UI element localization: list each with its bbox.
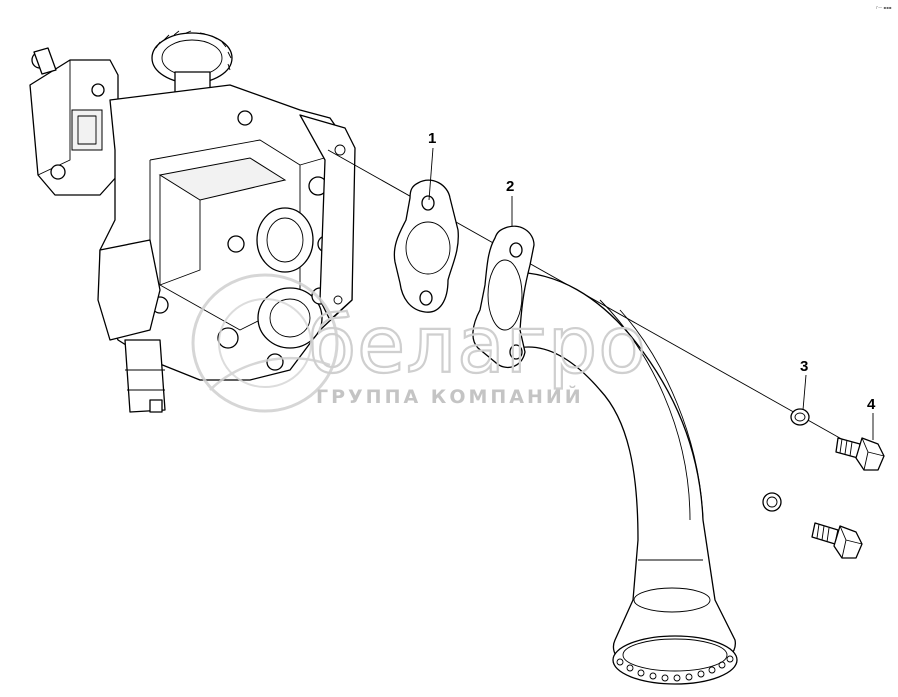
washer-part-3	[790, 408, 810, 426]
callout-3: 3	[800, 358, 808, 375]
gasket-part-1	[393, 179, 459, 313]
callout-4: 4	[867, 396, 876, 413]
belagro-logo-icon	[191, 273, 339, 413]
pump-drive-gear	[151, 30, 233, 96]
watermark-tagline: ГРУППА КОМПАНИЙ	[316, 385, 584, 408]
strainer-holes	[616, 655, 734, 682]
bolt-second	[811, 522, 863, 559]
callout-1: 1	[428, 130, 436, 147]
bolt-part-4	[835, 437, 885, 471]
callout-2: 2	[506, 178, 514, 195]
leader-lines	[428, 147, 874, 440]
pump-lower-bracket	[97, 239, 166, 413]
washer-second	[762, 492, 782, 512]
suction-pipe-part-2	[472, 225, 738, 685]
watermark-brand: белагро	[308, 301, 647, 391]
relief-valve-housing	[29, 47, 119, 196]
corner-mark: г— ▪▪▪	[876, 5, 892, 10]
oil-pump-assembly	[29, 30, 356, 413]
belagro-watermark: белагро ГРУППА КОМПАНИЙ	[191, 273, 647, 413]
